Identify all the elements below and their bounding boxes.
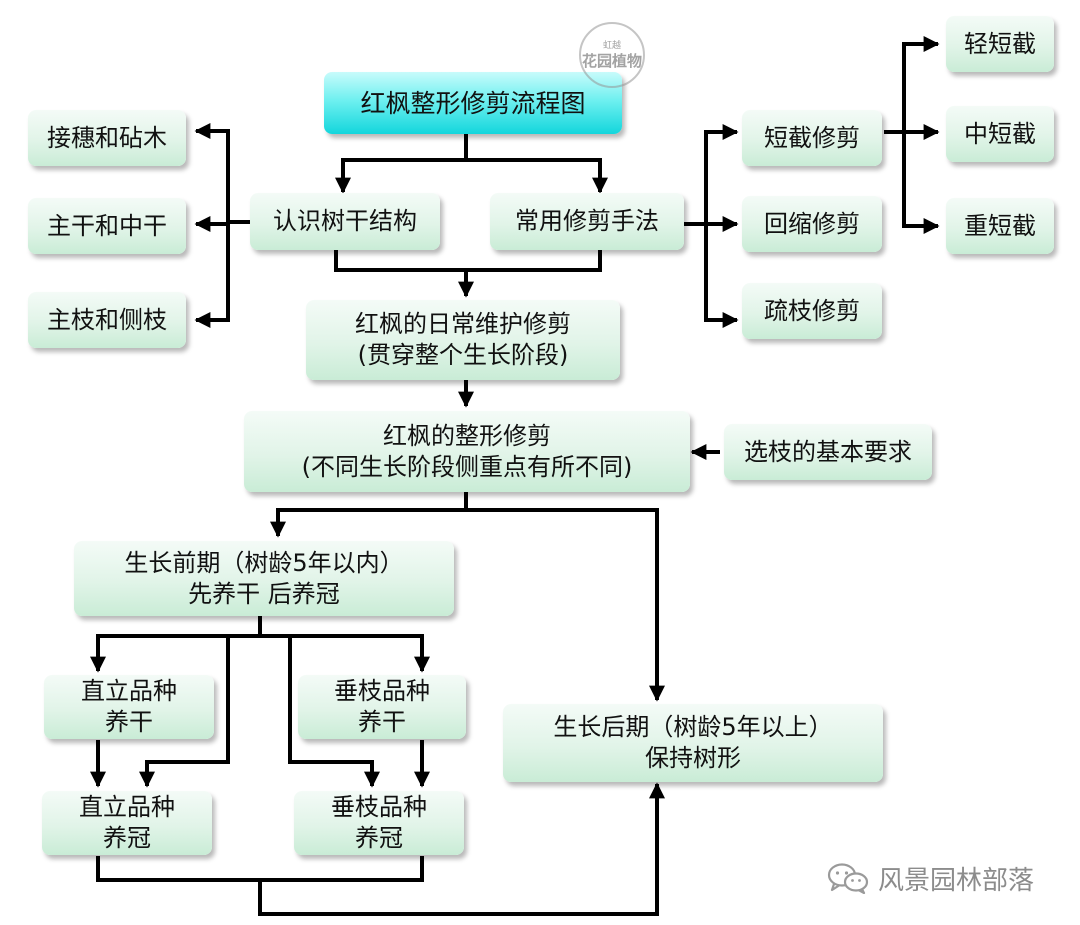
edge-early-split	[98, 616, 422, 638]
edge-heading-bus	[884, 44, 906, 226]
node-weeping-trunk: 垂枝品种 养干	[298, 675, 466, 739]
edge-to-weeping-crown-side	[288, 636, 380, 788]
node-shaping-pruning: 红枫的整形修剪 (不同生长阶段侧重点有所不同)	[244, 411, 690, 492]
node-structure: 认识树干结构	[250, 193, 440, 250]
watermark-source: 风景园林部落	[826, 858, 1034, 898]
edge-shaping-split	[278, 492, 657, 512]
node-late-stage: 生长后期（树龄5年以上） 保持树形	[503, 704, 883, 782]
node-selection: 选枝的基本要求	[724, 424, 932, 480]
node-heavy-cut: 重短截	[946, 198, 1054, 254]
node-weeping-crown: 垂枝品种 养冠	[294, 791, 464, 855]
node-trunk: 主干和中干	[28, 198, 186, 254]
node-upright-trunk: 直立品种 养干	[44, 675, 214, 739]
watermark-source-text: 风景园林部落	[878, 865, 1035, 896]
edge-to-upright-crown-side	[139, 636, 230, 788]
node-upright-crown: 直立品种 养冠	[42, 791, 212, 855]
node-daily-pruning: 红枫的日常维护修剪 (贯穿整个生长阶段)	[306, 300, 620, 380]
edge-structure-bus	[226, 131, 250, 320]
edge-crown-merge	[96, 856, 657, 916]
node-early-stage: 生长前期（树龄5年以内） 先养干 后养冠	[74, 541, 454, 616]
node-light-cut: 轻短截	[946, 16, 1054, 72]
edge-merge	[334, 250, 602, 272]
node-heading-cut: 短截修剪	[742, 110, 882, 166]
edge-methods-bus	[684, 132, 708, 320]
edge-title-split	[343, 134, 600, 162]
node-graft: 接穗和砧木	[28, 110, 186, 166]
flowchart-title: 红枫整形修剪流程图	[324, 72, 622, 134]
node-branch: 主枝和侧枝	[28, 292, 186, 348]
node-medium-cut: 中短截	[946, 106, 1054, 162]
node-thin-cut: 疏枝修剪	[742, 283, 882, 339]
watermark-logo: 虹越 花园植物	[579, 22, 645, 88]
wechat-icon	[827, 863, 869, 894]
node-methods: 常用修剪手法	[490, 193, 684, 250]
node-shrink-cut: 回缩修剪	[742, 196, 882, 252]
